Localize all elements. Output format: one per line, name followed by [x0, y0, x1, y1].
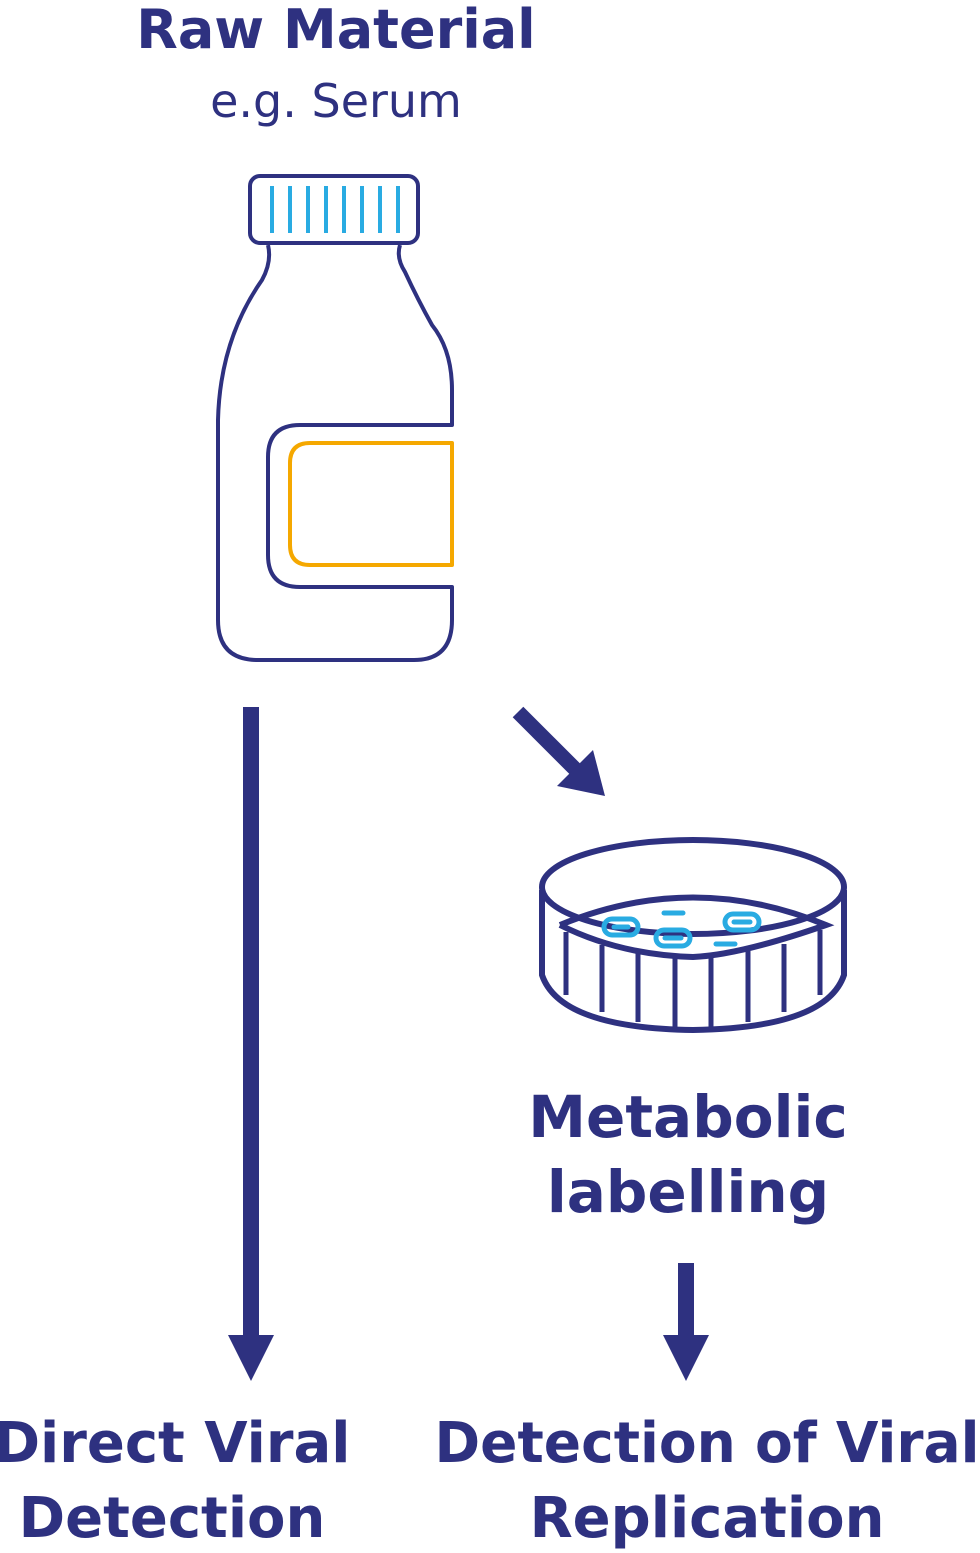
direct-detection-line2: Detection — [19, 1486, 326, 1551]
title: Raw Material — [136, 0, 535, 61]
metabolic-label-line1: Metabolic — [528, 1083, 847, 1151]
direct-detection-line1: Direct Viral — [0, 1411, 350, 1476]
petri-dish-icon — [539, 837, 847, 1034]
replication-detection-line2: Replication — [530, 1486, 885, 1551]
arrow-down-icon — [663, 1263, 709, 1381]
bottle-icon — [216, 174, 454, 662]
arrow-diagonal-icon — [512, 706, 605, 796]
replication-detection-line1: Detection of Viral — [435, 1411, 980, 1476]
metabolic-label-line2: labelling — [547, 1158, 829, 1226]
subtitle: e.g. Serum — [210, 74, 462, 128]
arrow-down-icon — [228, 707, 274, 1381]
